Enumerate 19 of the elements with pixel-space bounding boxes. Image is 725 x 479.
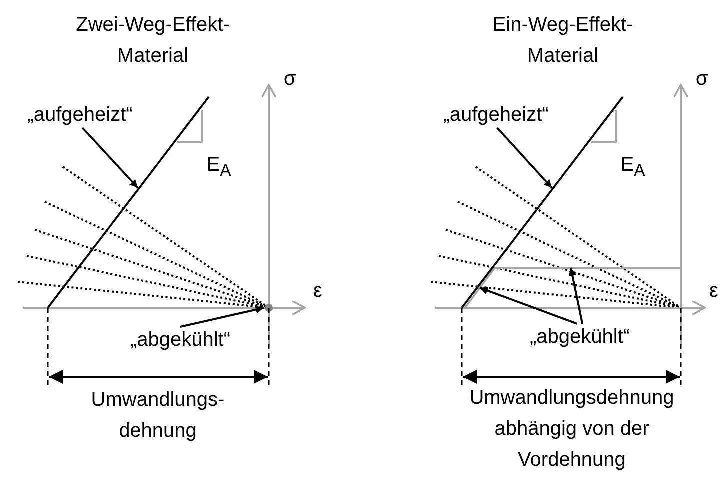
axis-label: ε	[708, 279, 720, 304]
panel-title: Zwei-Weg-Effekt- Material	[75, 13, 231, 69]
annotation-text: „abgekühlt“	[515, 324, 645, 350]
axis-label: ε	[312, 279, 324, 304]
annotation-text: „abgekühlt“	[113, 327, 248, 353]
panel-title: Ein-Weg-Effekt- Material	[492, 13, 634, 69]
leader-arrow	[496, 127, 553, 189]
leader-arrow	[480, 287, 578, 325]
leader-arrow	[568, 268, 584, 324]
leader-arrow	[82, 127, 139, 189]
annotation-text: „aufgeheizt“	[13, 102, 147, 128]
dimension-label: Umwandlungsdehnung abhängig von der Vordehnung	[468, 386, 676, 473]
leader-arrow	[180, 306, 264, 328]
axis-label: σ	[282, 67, 298, 92]
modulus-label: E$_{A}$	[620, 153, 646, 182]
dimension-label: Umwandlungs- dehnung	[90, 388, 226, 444]
axis-label: σ	[694, 67, 710, 92]
annotation-text: „aufgeheizt“	[427, 102, 565, 128]
modulus-label: E$_{A}$	[206, 153, 232, 182]
